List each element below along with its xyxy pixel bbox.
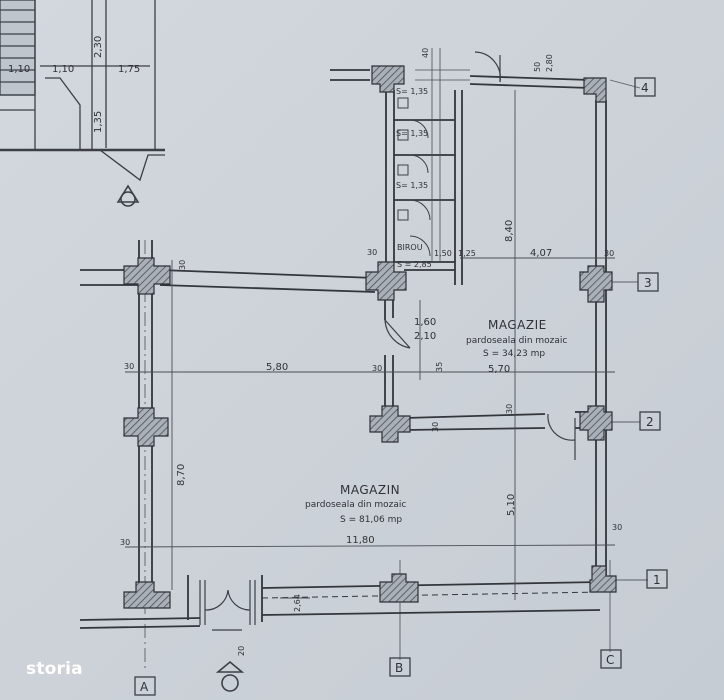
wc-dims (415, 48, 470, 262)
magazie-floor: pardoseala din mozaic (466, 336, 567, 346)
wc-area: S= 1,35 (396, 87, 428, 96)
pillar (123, 581, 171, 609)
dim-label: 30 (612, 523, 622, 532)
pillar (589, 565, 617, 593)
axis-label-3: 3 (644, 276, 652, 290)
axis-label-2: 2 (646, 415, 654, 429)
axis-tags (134, 77, 668, 696)
axis-label-b: B (395, 661, 403, 675)
dim-label: 30 (505, 404, 514, 414)
pillar (583, 77, 607, 103)
dim-label: 50 (533, 62, 542, 72)
magazin-floor: pardoseala din mozaic (305, 500, 406, 510)
birou-area: S = 2,85 (397, 260, 432, 269)
axis-label-c: C (606, 653, 614, 667)
watermark-logo: storia (26, 659, 83, 679)
dim-label: 40 (421, 48, 430, 58)
magazie-title: MAGAZIE (488, 318, 547, 332)
dim-label: 30 (178, 260, 187, 270)
magazie-area: S = 34,23 mp (483, 349, 545, 359)
pillar (579, 405, 613, 441)
dimension-lines (124, 90, 616, 600)
entrance-marker-icon (215, 660, 245, 692)
dim-label: 1,10 (52, 64, 74, 75)
stair-detail (0, 0, 165, 182)
entrance-door (199, 580, 256, 631)
pillar (123, 257, 171, 295)
dim-label: 4,07 (530, 248, 552, 259)
pillar (379, 573, 419, 603)
wc-area: S= 1,35 (396, 129, 428, 138)
entrance-marker-icon (116, 184, 140, 207)
axis-label-a: A (140, 680, 149, 694)
pillar (579, 265, 613, 303)
wc-doors (397, 97, 431, 257)
birou-label: BIROU (397, 243, 423, 252)
magazin-area: S = 81,06 mp (340, 515, 402, 525)
dim-label: 5,70 (488, 364, 510, 375)
dim-label: 20 (237, 646, 246, 656)
dim-label: 1,75 (118, 64, 140, 75)
pillar (365, 261, 407, 301)
dim-label: 8,40 (504, 220, 515, 242)
pillars (123, 65, 617, 609)
dim-label: 5,80 (266, 362, 288, 373)
dim-label: 11,80 (346, 535, 375, 546)
dim-label: 1,50 (434, 249, 452, 258)
dim-label: 30 (372, 364, 382, 373)
dim-label: 30 (124, 362, 134, 371)
interior-door (384, 319, 411, 349)
dim-label: 2,10 (414, 331, 436, 342)
dim-label: 35 (435, 362, 444, 372)
dim-label: 30 (604, 249, 614, 258)
axis-label-4: 4 (641, 81, 649, 95)
pillar (369, 405, 411, 443)
pillar (371, 65, 405, 93)
dim-label: 30 (431, 422, 440, 432)
pillar (123, 407, 169, 447)
dim-label: 8,70 (176, 464, 187, 486)
dim-label: 1,25 (458, 249, 476, 258)
dim-label: 5,10 (506, 494, 517, 516)
dim-label: 2,64 (293, 594, 302, 612)
side-door (547, 413, 576, 460)
dim-label: 30 (120, 538, 130, 547)
dim-label: 2,30 (93, 36, 104, 58)
wc-area: S= 1,35 (396, 181, 428, 190)
top-door (474, 51, 501, 83)
dim-label: 30 (367, 248, 377, 257)
dim-label: 1,35 (93, 111, 104, 133)
axis-label-1: 1 (653, 573, 661, 587)
dim-label: 1,60 (414, 317, 436, 328)
dim-label: 2,80 (545, 54, 554, 72)
magazin-title: MAGAZIN (340, 483, 400, 497)
dim-label: 1,10 (8, 64, 30, 75)
